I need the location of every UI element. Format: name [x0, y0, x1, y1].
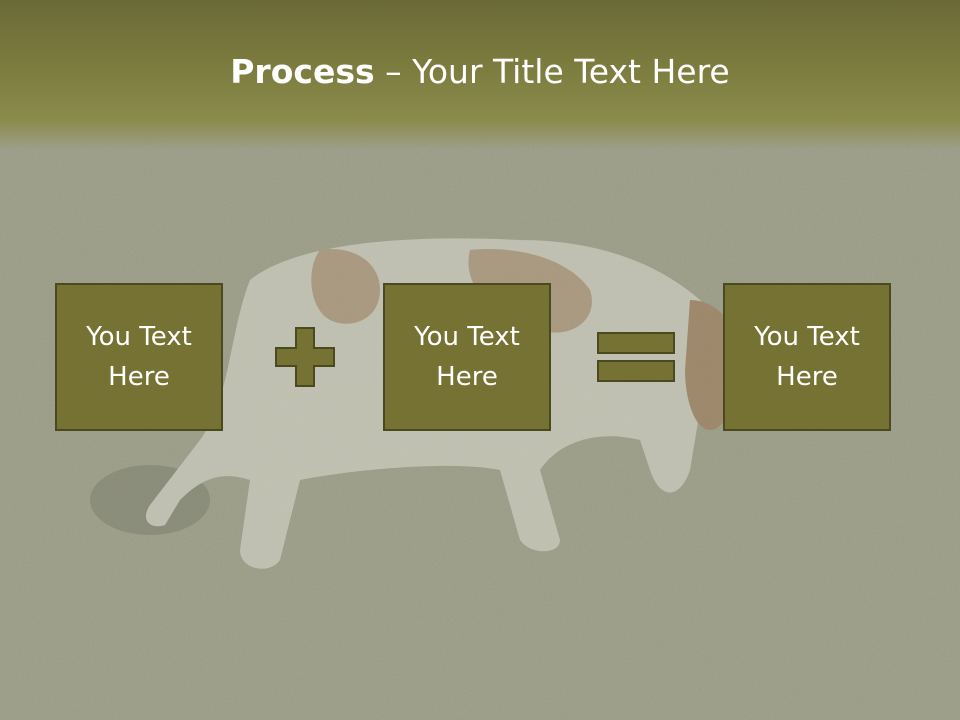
- title-bold: Process: [230, 52, 375, 91]
- process-box-3[interactable]: You Text Here: [723, 283, 891, 431]
- box-label: You Text Here: [414, 322, 520, 392]
- plus-icon: [275, 327, 335, 387]
- slide-title: Process – Your Title Text Here: [0, 52, 960, 91]
- title-rest: – Your Title Text Here: [374, 52, 730, 91]
- process-box-1[interactable]: You Text Here: [55, 283, 223, 431]
- process-box-2[interactable]: You Text Here: [383, 283, 551, 431]
- equals-icon: [597, 332, 675, 382]
- box-label: You Text Here: [86, 322, 192, 392]
- box-label: You Text Here: [754, 322, 860, 392]
- title-band: [0, 0, 960, 150]
